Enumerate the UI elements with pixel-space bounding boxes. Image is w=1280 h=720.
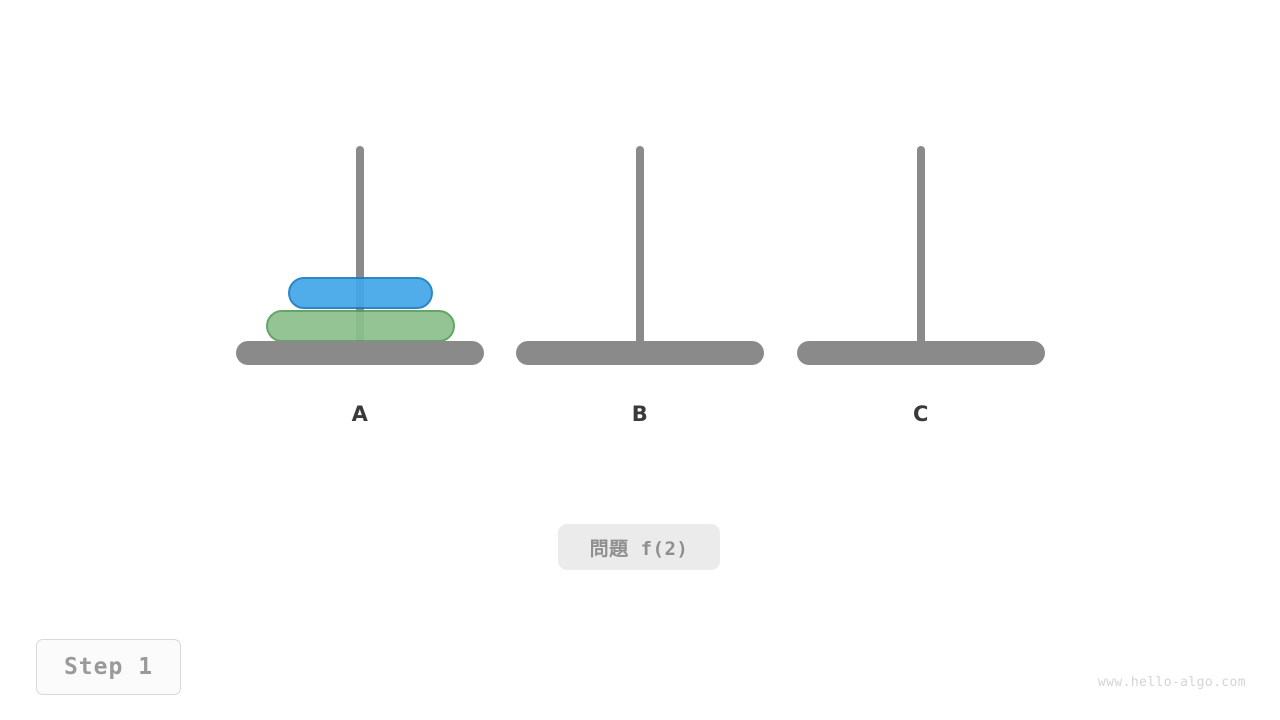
step-badge-text: Step 1	[63, 654, 154, 680]
peg-pillar-a	[356, 146, 364, 347]
problem-caption-text: 問題 f(2)	[589, 537, 689, 560]
site-watermark: www.hello-algo.com	[1097, 675, 1246, 690]
peg-base-c	[797, 341, 1045, 365]
peg-base-b	[516, 341, 764, 365]
peg-pillar-b	[636, 146, 644, 347]
peg-c[interactable]: C	[781, 0, 1061, 720]
peg-label-c: C	[913, 402, 929, 426]
peg-label-a: A	[351, 402, 369, 426]
peg-label-b: B	[631, 402, 649, 426]
peg-b[interactable]: B	[500, 0, 780, 720]
peg-base-a	[236, 341, 484, 365]
step-badge: Step 1	[36, 639, 181, 695]
problem-caption-chip: 問題 f(2)	[558, 524, 720, 570]
disk-large-green[interactable]	[265, 310, 455, 342]
disk-small-blue[interactable]	[287, 277, 433, 309]
peg-a[interactable]: A	[220, 0, 500, 720]
peg-pillar-c	[917, 146, 925, 347]
